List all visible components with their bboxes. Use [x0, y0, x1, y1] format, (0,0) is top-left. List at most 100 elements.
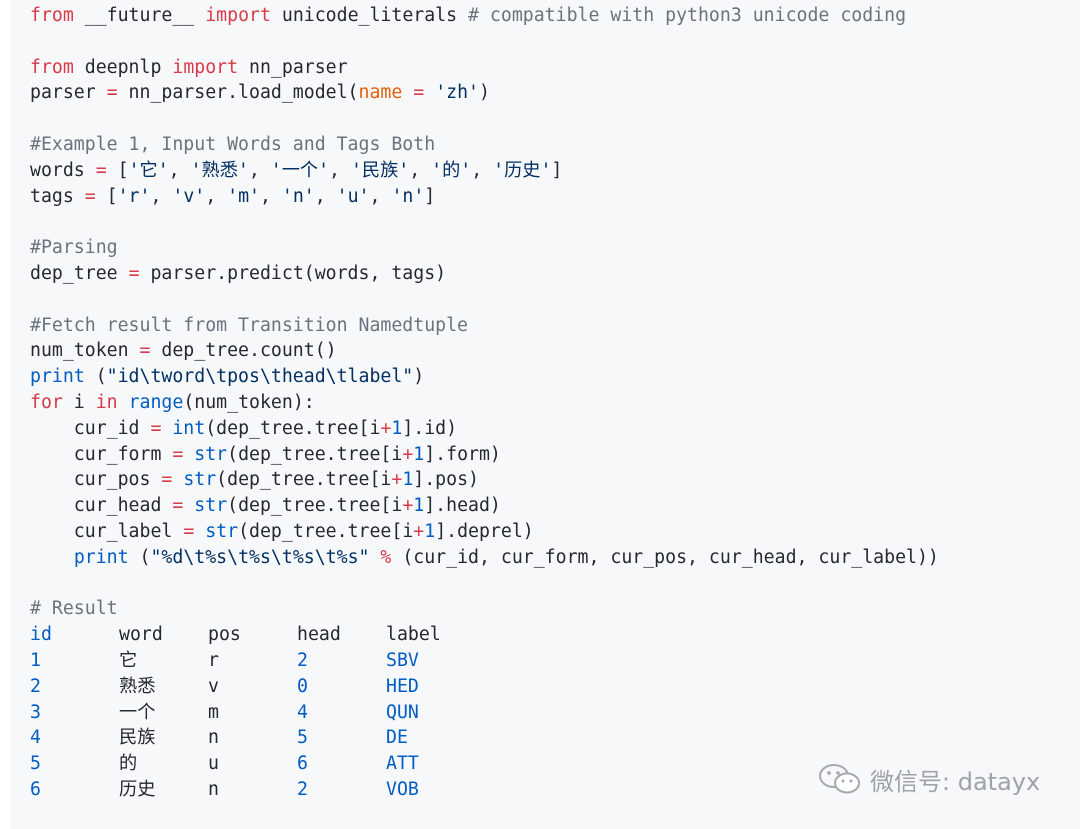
code-text: parser.predict(words, tags) [139, 262, 447, 284]
keyword: from [30, 56, 74, 78]
indent [30, 547, 74, 568]
blank-line [30, 571, 1080, 597]
code-line-10: #Parsing [30, 235, 1080, 261]
code-line-22: print ("%d\t%s\t%s\t%s\t%s" % (cur_id, c… [30, 545, 1080, 571]
table-cell: 0 [297, 675, 308, 697]
string: 'u' [336, 185, 370, 207]
code-text: ) [479, 82, 490, 104]
table-cell: DE [386, 727, 408, 749]
separator: , [205, 185, 228, 207]
string: '一个' [270, 159, 330, 181]
keyword: import [205, 5, 271, 26]
builtin: range [128, 391, 184, 413]
table-cell: 5 [297, 727, 308, 749]
code-line-16: for i in range(num_token): [30, 390, 1080, 416]
comment: # Result [30, 598, 118, 620]
table-cell: HED [386, 675, 419, 697]
code-text: (num_token): [183, 391, 315, 413]
code-text: nn_parser.load_model( [117, 82, 359, 104]
code-text: [ [106, 159, 129, 181]
code-line-18: cur_form = str(dep_tree.tree[i+1].form) [30, 442, 1080, 468]
code-text: ( [128, 546, 151, 568]
operator: = [139, 340, 151, 362]
code-line-20: cur_head = str(dep_tree.tree[i+1].head) [30, 493, 1080, 519]
operator: + [380, 417, 392, 439]
operator: = [161, 469, 173, 491]
code-text [161, 418, 172, 439]
table-cell: 6 [297, 753, 308, 775]
separator: , [369, 185, 392, 207]
string: "%d\t%s\t%s\t%s\t%s" [150, 546, 370, 568]
separator: , [260, 185, 282, 207]
operator: + [402, 443, 414, 465]
table-cell: 熟悉 [119, 675, 156, 697]
code-text: (cur_id, cur_form, cur_pos, cur_head, cu… [391, 546, 939, 568]
string: 'm' [227, 185, 260, 207]
column-header: pos [208, 624, 241, 646]
code-line-15: print ("id\tword\tpos\thead\tlabel") [30, 364, 1080, 390]
number: 1 [413, 443, 425, 465]
code-text: ) [413, 366, 425, 388]
comment: #Example 1, Input Words and Tags Both [30, 133, 436, 155]
wechat-icon [819, 764, 860, 794]
code-line-7: words = ['它', '熟悉', '一个', '民族', '的', '历史… [30, 158, 1080, 184]
builtin: print [30, 366, 85, 388]
module-name: __future__ [73, 5, 206, 26]
code-text: cur_form [30, 443, 173, 465]
table-cell: SBV [386, 649, 419, 671]
code-text: dep_tree.count() [150, 340, 337, 362]
string: '的' [431, 159, 472, 181]
operator: = [413, 82, 425, 104]
operator: = [172, 495, 184, 517]
code-text: cur_id [30, 417, 151, 439]
code-text: num_token [30, 340, 140, 362]
table-cell: 2 [30, 675, 41, 697]
string: "id\tword\tpos\thead\tlabel" [106, 366, 414, 388]
table-cell: n [208, 778, 219, 800]
code-line-4: parser = nn_parser.load_model(name = 'zh… [30, 80, 1080, 106]
column-header: head [297, 624, 341, 646]
table-cell: 的 [119, 753, 138, 775]
keyword: import [172, 56, 239, 78]
parameter: name [358, 82, 403, 104]
code-text: (dep_tree.tree[i [227, 495, 403, 517]
code-text [194, 521, 205, 542]
code-text [369, 547, 380, 568]
code-text: (dep_tree.tree[i [216, 469, 392, 491]
string: 'v' [172, 185, 206, 207]
operator: = [150, 417, 162, 439]
keyword: from [30, 5, 74, 26]
table-cell: r [208, 649, 219, 671]
code-line-24: # Result [30, 596, 1080, 622]
builtin: str [183, 469, 217, 491]
code-text [183, 495, 194, 516]
string: '民族' [350, 159, 410, 181]
code-line-6: #Example 1, Input Words and Tags Both [30, 132, 1080, 158]
code-text: tags [30, 185, 85, 207]
operator: = [172, 443, 184, 465]
table-cell: QUN [386, 701, 419, 723]
code-line-17: cur_id = int(dep_tree.tree[i+1].id) [30, 416, 1080, 442]
operator: = [95, 159, 107, 181]
builtin: str [205, 520, 239, 542]
table-cell: ATT [386, 753, 419, 775]
keyword: for [30, 391, 63, 413]
code-line-1: from __future__ import unicode_literals … [30, 3, 1080, 29]
table-cell: n [208, 727, 219, 749]
code-text [402, 82, 413, 103]
table-cell: 2 [297, 778, 308, 800]
string: 'zh' [435, 82, 479, 104]
number: 1 [391, 417, 403, 439]
separator: , [329, 159, 351, 181]
separator: , [471, 159, 494, 181]
separator: , [168, 159, 191, 181]
code-line-3: from deepnlp import nn_parser [30, 55, 1080, 81]
separator: , [150, 185, 173, 207]
string: 'n' [281, 185, 315, 207]
module-name: deepnlp [73, 56, 173, 78]
blank-line [30, 287, 1080, 313]
